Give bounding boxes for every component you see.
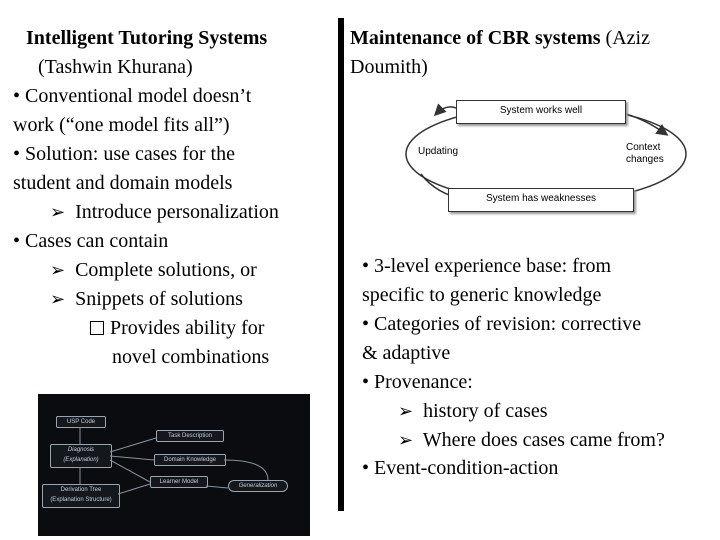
right-bullet2-line1: • Categories of revision: corrective — [362, 313, 642, 335]
right-title-line1: Maintenance of CBR systems (Aziz — [350, 26, 650, 50]
left-bullet3: • Cases can contain — [13, 230, 169, 252]
left-sub-personalization: ➢ Introduce personalization — [50, 200, 279, 224]
figure-box-derivation-line2: (Explanation Structure) — [50, 497, 112, 503]
figure-box-diagnosis-line1: Diagnosis — [67, 447, 95, 453]
tutoring-architecture-figure: USP Code Diagnosis (Explanation) Task De… — [38, 394, 310, 536]
figure-box-task-description: Task Description — [156, 430, 224, 442]
context-changes-line2: changes — [626, 154, 664, 165]
right-title-rest: (Aziz — [600, 27, 650, 49]
left-title-line1: Intelligent Tutoring Systems — [26, 27, 268, 49]
left-bullet2-line2: student and domain models — [13, 172, 233, 194]
figure-box-derivation-line1: Derivation Tree — [60, 487, 102, 493]
column-divider — [338, 18, 344, 511]
left-sub1-text: Introduce personalization — [75, 201, 279, 223]
cycle-arrow-right — [625, 113, 669, 136]
right-bullet1-line2: specific to generic knowledge — [362, 284, 602, 306]
right-sub-history: ➢ history of cases — [398, 399, 548, 423]
left-bullet1-line2: work (“one model fits all”) — [13, 114, 230, 136]
arrow-bullet-icon: ➢ — [50, 202, 66, 222]
left-bullet1-line1: • Conventional model doesn’t — [13, 85, 252, 107]
figure-box-learner-model: Learner Model — [150, 476, 208, 488]
left-subsub-line2: novel combinations — [112, 346, 270, 368]
right-sub1-text: history of cases — [423, 400, 548, 422]
left-sub-complete: ➢ Complete solutions, or — [50, 258, 257, 282]
context-changes-line1: Context — [626, 142, 661, 153]
arrow-bullet-icon: ➢ — [50, 289, 66, 309]
figure-connector-lines — [79, 427, 269, 495]
right-sub2-text: Where does cases came from? — [422, 429, 665, 451]
left-sub2-text: Complete solutions, or — [75, 259, 257, 281]
system-has-weaknesses-box: System has weaknesses — [448, 188, 634, 212]
arrow-bullet-icon: ➢ — [398, 401, 414, 421]
left-subsub-line1: Provides ability for — [90, 316, 264, 340]
left-sub3-text: Snippets of solutions — [75, 288, 243, 310]
right-bullet4: • Event-condition-action — [362, 457, 559, 479]
figure-box-generalization: Generalization — [228, 480, 288, 492]
arrow-bullet-icon: ➢ — [50, 260, 66, 280]
cycle-arrow-top-left — [433, 103, 457, 117]
figure-box-generalization-text: Generalization — [238, 483, 278, 489]
left-sub-snippets: ➢ Snippets of solutions — [50, 287, 243, 311]
figure-box-usp-code: USP Code — [56, 416, 106, 428]
left-subsub-text: Provides ability for — [110, 317, 265, 339]
right-bullet1-line1: • 3-level experience base: from — [362, 255, 612, 277]
figure-box-derivation-tree: Derivation Tree (Explanation Structure) — [42, 484, 120, 508]
left-title-line2: (Tashwin Khurana) — [38, 56, 193, 78]
right-bullet3: • Provenance: — [362, 371, 473, 393]
arrow-bullet-icon: ➢ — [398, 430, 414, 450]
right-sub-where: ➢ Where does cases came from? — [398, 428, 665, 452]
square-bullet-icon — [90, 321, 104, 335]
right-bullet2-line2: & adaptive — [362, 342, 451, 364]
context-changes-label: Context changes — [626, 142, 664, 166]
figure-box-diagnosis-line2: (Explanation) — [63, 457, 99, 463]
right-title-line2: Doumith) — [350, 56, 428, 78]
left-bullet2-line1: • Solution: use cases for the — [13, 143, 235, 165]
figure-box-diagnosis: Diagnosis (Explanation) — [50, 444, 112, 468]
updating-label: Updating — [418, 146, 459, 157]
right-title-bold: Maintenance of CBR systems — [350, 27, 601, 49]
system-works-well-box: System works well — [456, 100, 626, 124]
